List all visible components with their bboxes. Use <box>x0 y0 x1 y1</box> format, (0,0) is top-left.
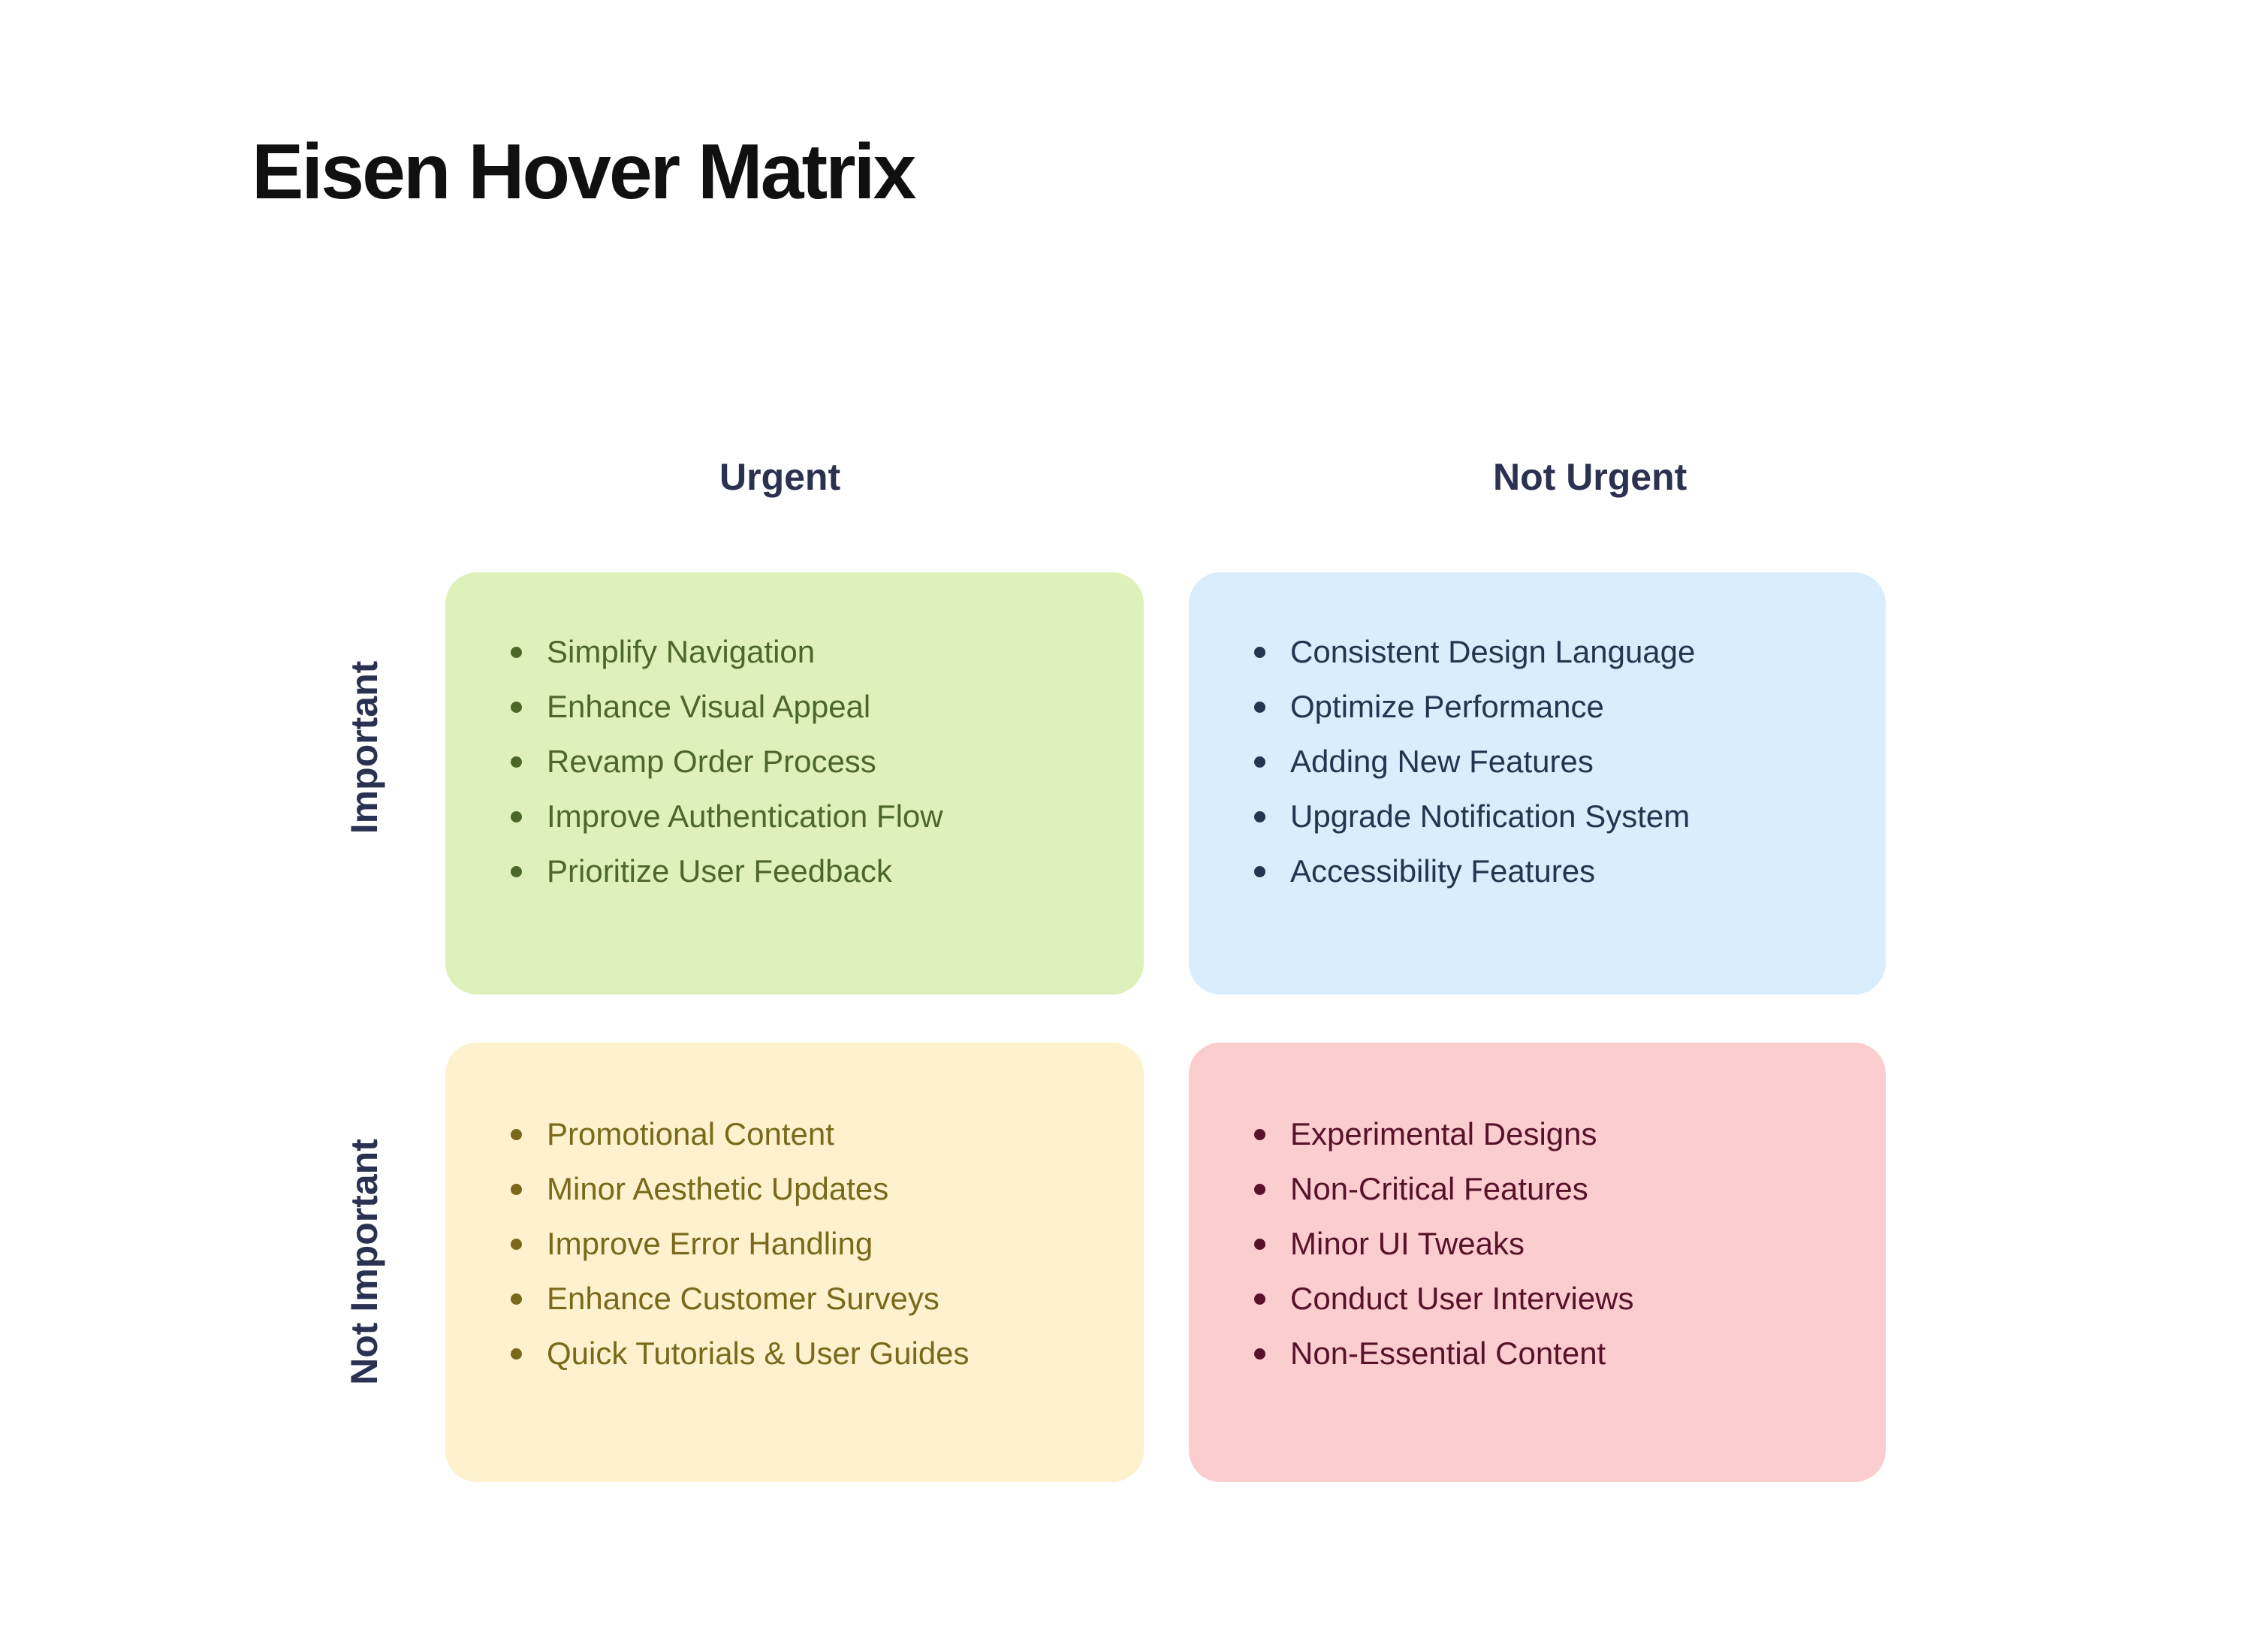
list-item: Quick Tutorials & User Guides <box>511 1327 1114 1381</box>
bullet-dot <box>1254 756 1265 768</box>
list-item: Improve Authentication Flow <box>511 789 1114 844</box>
list-item: Enhance Visual Appeal <box>511 680 1114 735</box>
list-item-label: Promotional Content <box>547 1116 834 1152</box>
list-item: Optimize Performance <box>1254 680 1856 735</box>
list-item: Accessibility Features <box>1254 844 1856 899</box>
list-item: Promotional Content <box>511 1107 1114 1162</box>
list-item-label: Minor Aesthetic Updates <box>547 1171 889 1207</box>
bullet-dot <box>511 1348 522 1360</box>
list-item-label: Upgrade Notification System <box>1290 798 1690 835</box>
list-item-label: Enhance Visual Appeal <box>547 689 871 725</box>
list-item: Minor UI Tweaks <box>1254 1217 1856 1272</box>
list-item-label: Adding New Features <box>1290 744 1594 780</box>
bullet-dot <box>511 1184 522 1195</box>
quadrant-urgent-not-important-list: Promotional Content Minor Aesthetic Upda… <box>511 1107 1114 1381</box>
list-item-label: Enhance Customer Surveys <box>547 1281 939 1317</box>
bullet-dot <box>511 756 522 768</box>
list-item-label: Non-Essential Content <box>1290 1336 1606 1372</box>
bullet-dot <box>1254 702 1265 713</box>
list-item-label: Conduct User Interviews <box>1290 1281 1634 1317</box>
bullet-dot <box>511 1129 522 1140</box>
quadrant-not-urgent-important: Consistent Design Language Optimize Perf… <box>1189 572 1886 995</box>
list-item-label: Improve Error Handling <box>547 1226 873 1262</box>
bullet-dot <box>1254 1348 1265 1360</box>
column-header-urgent: Urgent <box>719 456 841 498</box>
list-item: Conduct User Interviews <box>1254 1272 1856 1327</box>
list-item-label: Quick Tutorials & User Guides <box>547 1336 970 1372</box>
list-item-label: Revamp Order Process <box>547 744 876 780</box>
list-item-label: Non-Critical Features <box>1290 1171 1588 1207</box>
list-item: Revamp Order Process <box>511 735 1114 789</box>
column-header-not-urgent: Not Urgent <box>1493 456 1687 498</box>
list-item: Prioritize User Feedback <box>511 844 1114 899</box>
quadrant-not-urgent-not-important-list: Experimental Designs Non-Critical Featur… <box>1254 1107 1856 1381</box>
list-item: Non-Essential Content <box>1254 1327 1856 1381</box>
list-item-label: Optimize Performance <box>1290 689 1604 725</box>
list-item-label: Consistent Design Language <box>1290 634 1696 670</box>
row-label-not-important: Not Important <box>343 1139 385 1385</box>
bullet-dot <box>511 1239 522 1250</box>
bullet-dot <box>1254 811 1265 822</box>
list-item: Adding New Features <box>1254 735 1856 789</box>
bullet-dot <box>1254 647 1265 658</box>
bullet-dot <box>1254 1129 1265 1140</box>
list-item: Improve Error Handling <box>511 1217 1114 1272</box>
list-item: Experimental Designs <box>1254 1107 1856 1162</box>
list-item: Simplify Navigation <box>511 625 1114 680</box>
bullet-dot <box>511 1293 522 1305</box>
quadrant-not-urgent-important-list: Consistent Design Language Optimize Perf… <box>1254 625 1856 899</box>
bullet-dot <box>511 811 522 822</box>
bullet-dot <box>1254 1293 1265 1305</box>
bullet-dot <box>1254 1184 1265 1195</box>
bullet-dot <box>511 866 522 877</box>
bullet-dot <box>511 647 522 658</box>
list-item: Enhance Customer Surveys <box>511 1272 1114 1327</box>
list-item-label: Experimental Designs <box>1290 1116 1597 1152</box>
quadrant-urgent-important: Simplify Navigation Enhance Visual Appea… <box>445 572 1144 995</box>
page-title: Eisen Hover Matrix <box>252 128 916 216</box>
bullet-dot <box>1254 866 1265 877</box>
list-item-label: Prioritize User Feedback <box>547 853 892 889</box>
list-item: Consistent Design Language <box>1254 625 1856 680</box>
row-label-important: Important <box>343 660 385 835</box>
quadrant-not-urgent-not-important: Experimental Designs Non-Critical Featur… <box>1189 1043 1886 1482</box>
list-item: Non-Critical Features <box>1254 1162 1856 1217</box>
list-item-label: Improve Authentication Flow <box>547 798 943 835</box>
bullet-dot <box>511 702 522 713</box>
list-item: Upgrade Notification System <box>1254 789 1856 844</box>
quadrant-urgent-not-important: Promotional Content Minor Aesthetic Upda… <box>445 1043 1144 1482</box>
list-item-label: Accessibility Features <box>1290 853 1596 889</box>
list-item-label: Simplify Navigation <box>547 634 816 670</box>
list-item-label: Minor UI Tweaks <box>1290 1226 1525 1262</box>
quadrant-urgent-important-list: Simplify Navigation Enhance Visual Appea… <box>511 625 1114 899</box>
bullet-dot <box>1254 1239 1265 1250</box>
list-item: Minor Aesthetic Updates <box>511 1162 1114 1217</box>
